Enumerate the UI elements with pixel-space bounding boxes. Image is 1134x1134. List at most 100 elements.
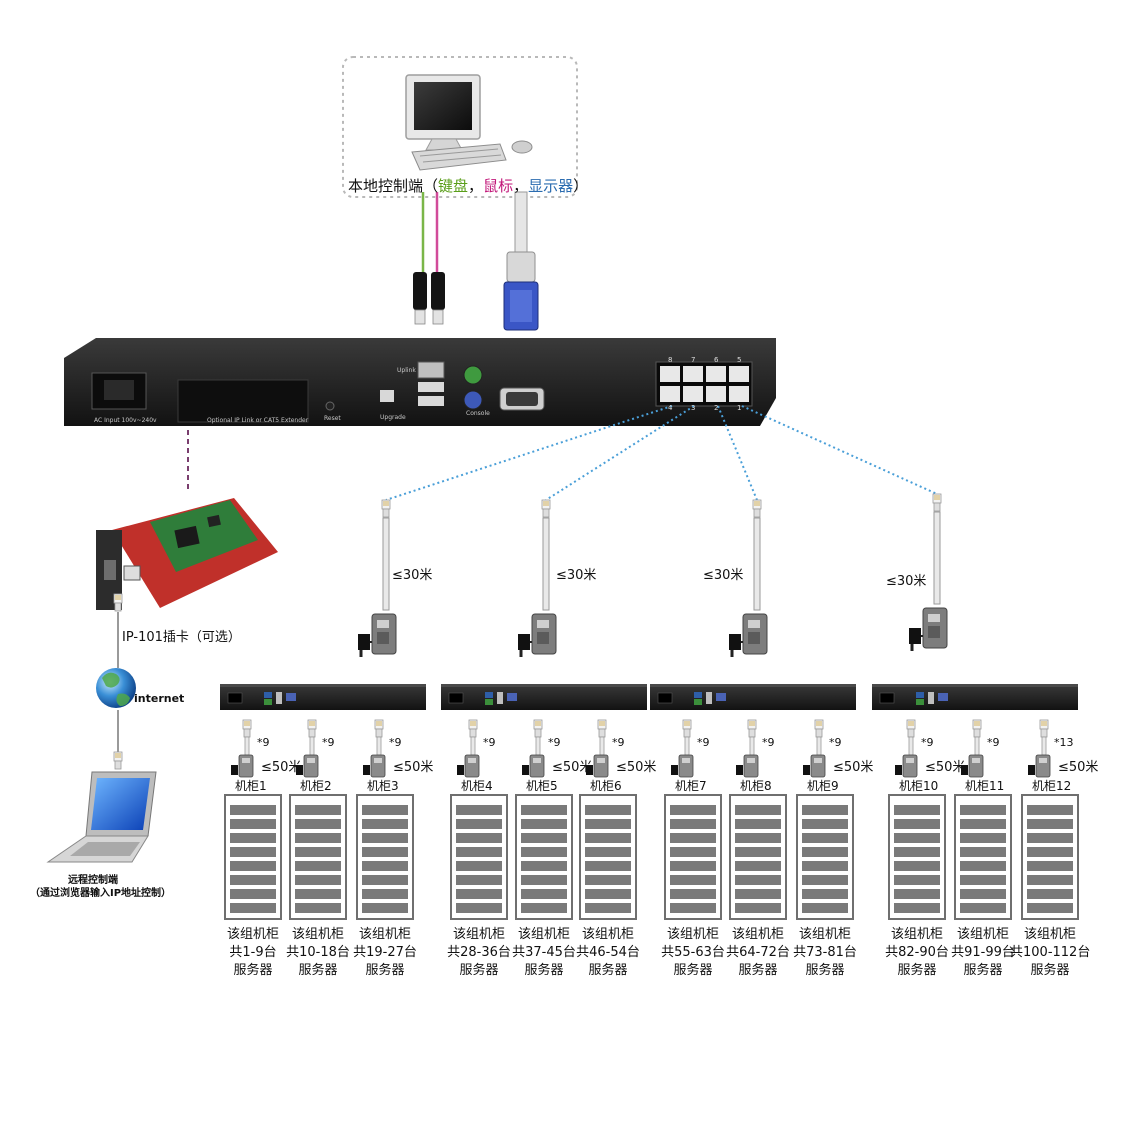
- optional-slot-label: Optional IP Link or CAT5 Extender: [207, 417, 309, 424]
- cabinet-2: [289, 719, 347, 920]
- cabinet-multiplier: *9: [322, 736, 335, 749]
- cim-dongle-icon: [521, 754, 545, 778]
- cabinet-description-line: 共55-63台: [661, 945, 725, 960]
- rj45-plug-icon: [906, 719, 916, 738]
- cim-dongle-icon: [907, 606, 949, 653]
- cabinet-description: 该组机柜共46-54台服务器: [568, 926, 648, 980]
- rj45-plug-icon: [468, 719, 478, 738]
- cabinet-description-line: 该组机柜: [517, 927, 570, 942]
- cabinet-description-line: 共64-72台: [726, 945, 790, 960]
- cabinet-description-line: 服务器: [805, 963, 845, 978]
- server-rack-icon: [729, 794, 787, 920]
- cabinet-name: 机柜3: [367, 779, 399, 793]
- cabinet-multiplier: *9: [548, 736, 561, 749]
- port-number: 8: [668, 356, 673, 364]
- cabinet-distance: ≤50米: [1058, 760, 1099, 775]
- cabinet-description-line: 该组机柜: [956, 927, 1009, 942]
- cabinet-description-line: 共82-90台: [885, 945, 949, 960]
- rj45-plug-icon: [752, 499, 762, 518]
- cabinet-description-line: 服务器: [588, 963, 628, 978]
- rj45-plug-icon: [1039, 719, 1049, 738]
- server-rack-icon: [796, 794, 854, 920]
- uplink-distance-3: ≤30米: [703, 568, 744, 583]
- cabinet-description: 该组机柜共10-18台服务器: [278, 926, 358, 980]
- uplink-lines: [385, 405, 938, 501]
- rj45-plug-icon: [307, 719, 317, 738]
- cabinet-description-line: 共73-81台: [793, 945, 857, 960]
- rj45-plug-icon: [932, 493, 942, 512]
- uplink-distance-2: ≤30米: [556, 568, 597, 583]
- cim-dongle-icon: [727, 612, 769, 659]
- cabinet-multiplier: *9: [829, 736, 842, 749]
- server-rack-icon: [224, 794, 282, 920]
- cabinet-multiplier: *13: [1054, 736, 1074, 749]
- console-port-label: Console: [466, 410, 490, 417]
- desktop-computer-icon: [405, 74, 533, 171]
- cabinet-description: 该组机柜共37-45台服务器: [504, 926, 584, 980]
- cabinet-description: 该组机柜共1-9台服务器: [213, 926, 293, 980]
- uplink-distance-4: ≤30米: [886, 574, 927, 589]
- cabinet-description-line: 该组机柜: [581, 927, 634, 942]
- rj45-plug-icon: [533, 719, 543, 738]
- cabinet-9: [796, 719, 854, 920]
- cabinet-4: [450, 719, 508, 920]
- rj45-plug-icon: [972, 719, 982, 738]
- cabinet-description-line: 共1-9台: [229, 945, 277, 960]
- cabinet-multiplier: *9: [987, 736, 1000, 749]
- cabinet-description: 该组机柜共82-90台服务器: [877, 926, 957, 980]
- usb-plug-icon: [413, 272, 445, 325]
- cabinet-description-line: 该组机柜: [452, 927, 505, 942]
- rj45-plug-icon: [597, 719, 607, 738]
- cabinet-distance: ≤50米: [552, 760, 593, 775]
- port-number: 2: [714, 404, 719, 412]
- paren-close: ）: [573, 177, 589, 195]
- port-number: 6: [714, 356, 719, 364]
- cabinet-name: 机柜8: [740, 779, 772, 793]
- cim-dongle-icon: [670, 754, 694, 778]
- cabinet-3: [356, 719, 414, 920]
- separator: ，: [513, 177, 529, 195]
- cabinet-distance: ≤50米: [833, 760, 874, 775]
- cabinet-multiplier: *9: [389, 736, 402, 749]
- cabinet-description-line: 服务器: [738, 963, 778, 978]
- cabinet-description-line: 服务器: [524, 963, 564, 978]
- local-console-title: 本地控制端: [348, 177, 424, 195]
- cabinet-description-line: 共37-45台: [512, 945, 576, 960]
- rj45-plug-icon: [747, 719, 757, 738]
- mini-kvm-switch-1: [219, 683, 427, 711]
- uplink-cable-2: [516, 499, 558, 659]
- cabinet-description-line: 该组机柜: [731, 927, 784, 942]
- cabinet-6: [579, 719, 637, 920]
- cabinet-description: 该组机柜共100-112台服务器: [1010, 926, 1090, 980]
- server-rack-icon: [888, 794, 946, 920]
- cabinet-11: [954, 719, 1012, 920]
- port-number: 5: [737, 356, 742, 364]
- port-number: 7: [691, 356, 696, 364]
- cabinet-description: 该组机柜共73-81台服务器: [785, 926, 865, 980]
- cim-dongle-icon: [735, 754, 759, 778]
- ip-card-icon: [96, 498, 278, 610]
- rj45-plug-icon: [682, 719, 692, 738]
- cabinet-description-line: 共19-27台: [353, 945, 417, 960]
- cabinet-multiplier: *9: [612, 736, 625, 749]
- cabinet-1: [224, 719, 282, 920]
- local-console-label: 本地控制端（键盘，鼠标，显示器）: [348, 175, 588, 196]
- cabinet-description-line: 服务器: [963, 963, 1003, 978]
- rj45-plug-icon: [242, 719, 252, 738]
- cabinet-distance: ≤50米: [925, 760, 966, 775]
- cabinet-description-line: 该组机柜: [890, 927, 943, 942]
- port-number: 4: [668, 404, 673, 412]
- upgrade-label: Upgrade: [380, 414, 406, 421]
- cabinet-description-line: 服务器: [233, 963, 273, 978]
- rj45-plug-icon: [374, 719, 384, 738]
- cabinet-description-line: 该组机柜: [358, 927, 411, 942]
- local-console-frame: [342, 56, 578, 198]
- vga-plug-icon: [503, 251, 539, 331]
- cabinet-description-line: 共28-36台: [447, 945, 511, 960]
- uplink-cable-1: [356, 499, 398, 659]
- rj45-plug-icon: [381, 499, 391, 518]
- cabinet-multiplier: *9: [921, 736, 934, 749]
- server-rack-icon: [664, 794, 722, 920]
- ip-card-label: IP-101插卡（可选）: [122, 630, 241, 645]
